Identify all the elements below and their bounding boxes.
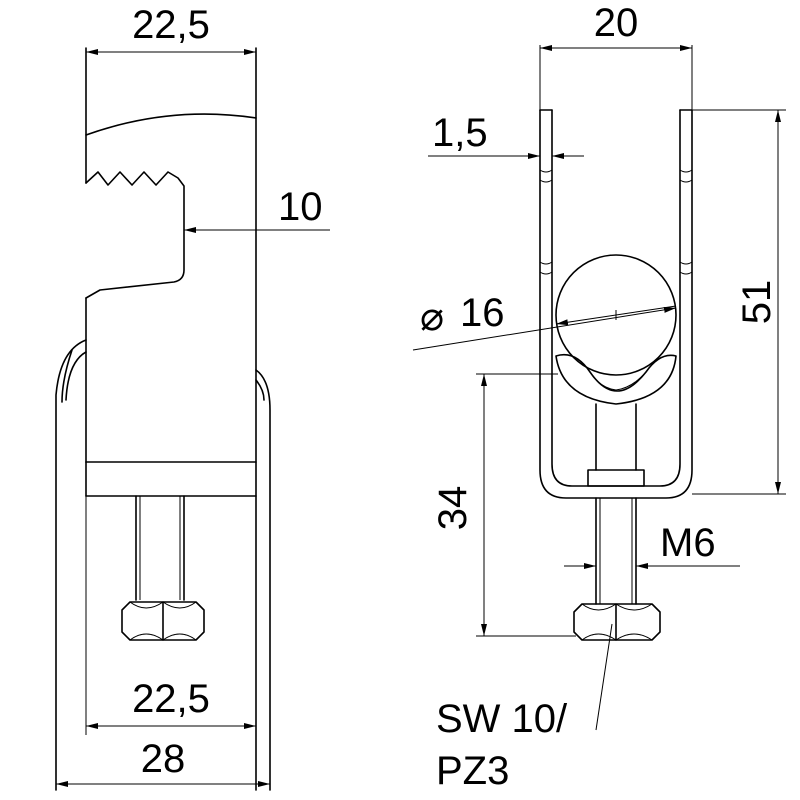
dim-right-thread: M6: [564, 521, 740, 569]
right-view-clip-profile: [539, 45, 693, 641]
dim-left-bottom-overall-width: 28: [56, 737, 270, 787]
left-view-clip-profile: [55, 47, 271, 791]
dim-right-top-width: 20: [540, 1, 692, 51]
nut-note-line1: SW 10/: [436, 697, 568, 741]
dim-label-left-top-width: 22,5: [132, 3, 210, 47]
dim-right-height-overall: 51: [692, 109, 786, 495]
dim-left-top-width: 22,5: [86, 3, 256, 55]
dim-right-wall-thickness: 1,5: [428, 111, 584, 159]
cable-circle: [555, 254, 677, 376]
dim-label-right-height-lower: 34: [431, 486, 475, 531]
dim-label-left-offset: 10: [278, 185, 323, 229]
dim-label-right-height-overall: 51: [735, 280, 779, 325]
dim-label-left-bottom-inner-width: 22,5: [132, 677, 210, 721]
dim-label-right-wall-thickness: 1,5: [432, 111, 488, 155]
dim-left-offset: 10: [184, 185, 330, 233]
nut-leader-callout: SW 10/ PZ3: [436, 623, 613, 793]
diameter-symbol: ⌀: [420, 295, 444, 339]
dim-left-bottom-inner-width: 22,5: [85, 496, 256, 735]
dim-label-right-thread: M6: [660, 521, 716, 565]
dim-right-height-lower: 34: [431, 373, 576, 637]
dim-label-right-top-width: 20: [594, 1, 639, 45]
dim-label-left-bottom-overall-width: 28: [141, 737, 186, 781]
nut-note-line2: PZ3: [436, 749, 509, 793]
dim-right-diameter: ⌀ 16: [412, 291, 677, 351]
dim-label-right-diameter: 16: [460, 291, 505, 335]
